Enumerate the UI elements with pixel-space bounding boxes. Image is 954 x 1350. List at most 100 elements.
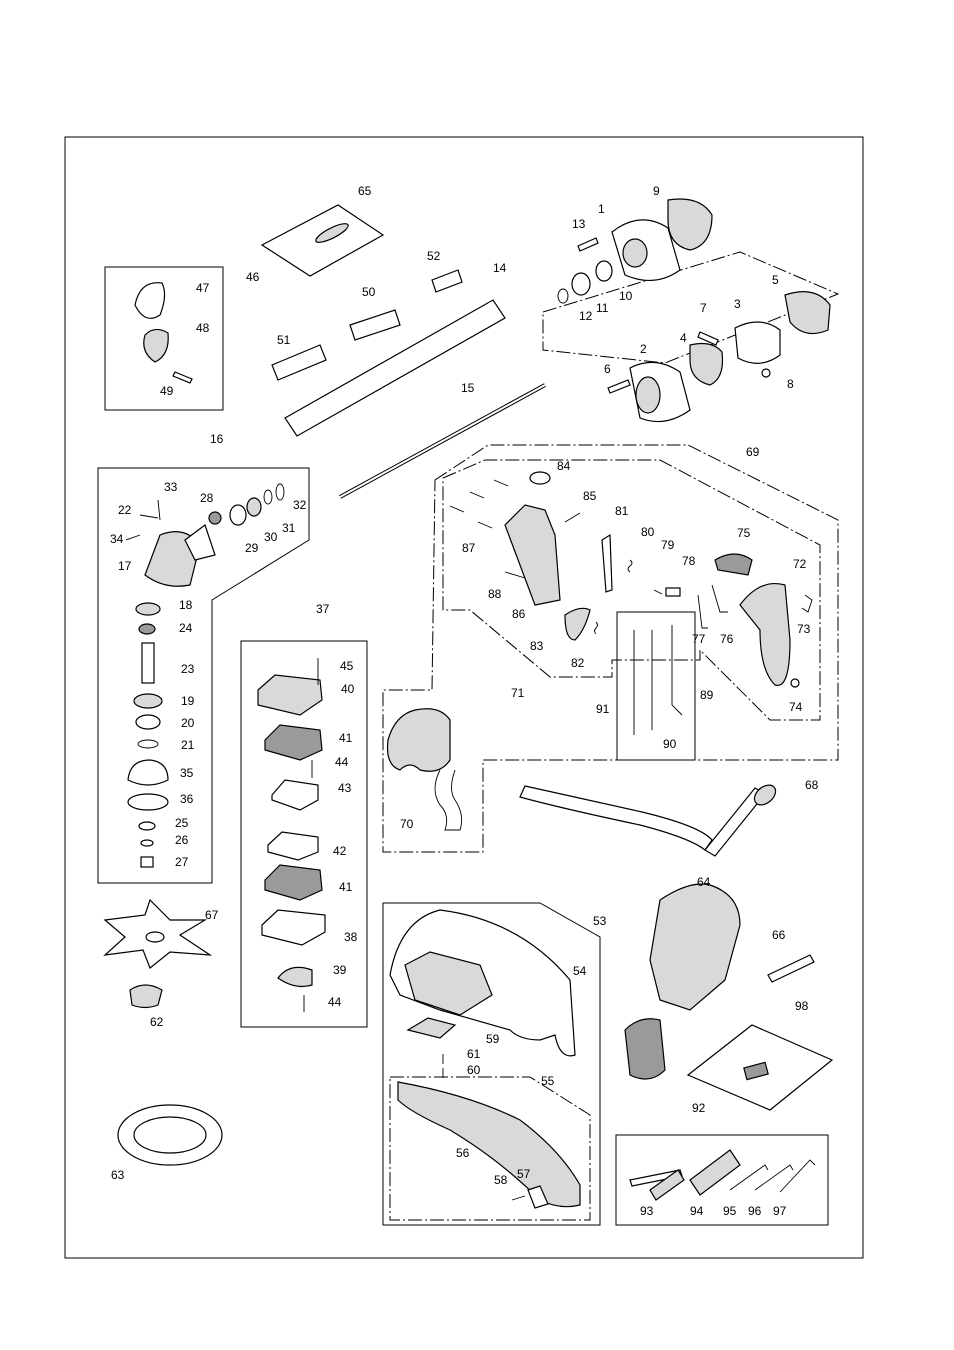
part-number-label: 91 (596, 702, 610, 716)
part-number-label: 74 (789, 700, 803, 714)
part-number-label: 73 (797, 622, 811, 636)
part-4-ring (690, 344, 723, 385)
part-number-label: 40 (341, 682, 355, 696)
part-number-label: 96 (748, 1204, 762, 1218)
part-number-label: 11 (596, 301, 609, 315)
part-number-label: 8 (787, 377, 794, 391)
part-number-label: 81 (615, 504, 629, 518)
part-number-label: 85 (583, 489, 597, 503)
part-number-label: 49 (160, 384, 174, 398)
part-number-label: 88 (488, 587, 502, 601)
part-number-label: 37 (316, 602, 330, 616)
part-number-label: 42 (333, 844, 347, 858)
part-number-label: 84 (557, 459, 571, 473)
part-10-bearing (596, 261, 612, 281)
group-box-89-91 (617, 612, 695, 760)
part-number-label: 2 (640, 342, 647, 356)
part-number-label: 98 (795, 999, 809, 1013)
part-number-label: 69 (746, 445, 760, 459)
part-24-nut (139, 624, 155, 634)
part-35-holder (128, 760, 168, 785)
part-number-label: 79 (661, 538, 675, 552)
part-number-label: 22 (118, 503, 132, 517)
part-number-label: 71 (511, 686, 525, 700)
part-number-label: 94 (690, 1204, 704, 1218)
part-number-label: 95 (723, 1204, 737, 1218)
part-number-label: 19 (181, 694, 195, 708)
part-number-label: 15 (461, 381, 475, 395)
part-number-label: 20 (181, 716, 195, 730)
part-number-label: 10 (619, 289, 633, 303)
part-81-lever (602, 535, 612, 592)
part-number-label: 67 (205, 908, 219, 922)
part-number-label: 54 (573, 964, 587, 978)
part-number-label: 57 (517, 1167, 531, 1181)
part-number-label: 97 (773, 1204, 787, 1218)
part-52-sleeve (432, 270, 462, 292)
part-number-label: 36 (180, 792, 194, 806)
part-89-wire (672, 625, 682, 715)
part-20-seal (136, 715, 160, 729)
part-80-spring (628, 560, 632, 572)
part-number-label: 44 (335, 755, 349, 769)
part-number-label: 62 (150, 1015, 164, 1029)
part-number-label: 25 (175, 816, 189, 830)
part-number-label: 56 (456, 1146, 470, 1160)
part-27-nut (141, 857, 153, 867)
part-number-label: 76 (720, 632, 734, 646)
part-70-handle-assembly (388, 709, 451, 772)
part-number-label: 43 (338, 781, 352, 795)
part-number-label: 39 (333, 963, 347, 977)
part-number-label: 17 (118, 559, 132, 573)
part-29-bearing (230, 505, 246, 525)
part-96-hex-key (755, 1165, 793, 1190)
part-number-label: 51 (277, 333, 291, 347)
part-11-seal (572, 273, 590, 295)
part-number-label: 32 (293, 498, 307, 512)
part-number-label: 58 (494, 1173, 508, 1187)
part-38-box (262, 910, 325, 945)
part-47-clamp (135, 283, 165, 319)
part-number-label: 38 (344, 930, 358, 944)
part-43-clamp (272, 780, 318, 810)
part-34-screw (126, 535, 140, 540)
part-58-screw (512, 1196, 525, 1200)
part-26-washer (141, 840, 153, 846)
part-59-plate (408, 1018, 455, 1038)
part-number-label: 1 (598, 202, 605, 216)
part-18-bearing (136, 603, 160, 615)
part-number-label: 3 (734, 297, 741, 311)
part-number-label: 13 (572, 217, 586, 231)
part-number-label: 9 (653, 184, 660, 198)
part-number-label: 31 (282, 521, 296, 535)
part-number-label: 60 (467, 1063, 481, 1077)
part-36-washer (128, 794, 168, 810)
part-41-housing-top (265, 725, 322, 760)
part-5-clamp (785, 292, 830, 334)
part-number-label: 78 (682, 554, 696, 568)
part-33-screw (158, 500, 160, 520)
part-number-label: 48 (196, 321, 210, 335)
part-87-bolt (505, 572, 525, 578)
part-number-label: 29 (245, 541, 259, 555)
part-number-label: 52 (427, 249, 441, 263)
part-3-coupling (735, 322, 780, 363)
part-number-label: 87 (462, 541, 476, 555)
part-30-bearing (247, 498, 261, 516)
part-62-cup (130, 985, 162, 1008)
part-88-screw (478, 522, 492, 528)
part-number-label: 65 (358, 184, 372, 198)
part-number-label: 61 (467, 1047, 481, 1061)
part-48-clamp (144, 329, 168, 362)
part-number-label: 26 (175, 833, 189, 847)
part-number-label: 55 (541, 1074, 555, 1088)
part-21-ring (138, 740, 158, 748)
part-79-screw (654, 590, 662, 594)
part-41-housing-bottom (265, 865, 322, 900)
part-number-label: 92 (692, 1101, 706, 1115)
part-number-label: 23 (181, 662, 195, 676)
part-number-label: 5 (772, 273, 779, 287)
part-6-bolt (608, 380, 630, 393)
part-75-throttle-lock (715, 554, 752, 575)
part-number-label: 45 (340, 659, 354, 673)
